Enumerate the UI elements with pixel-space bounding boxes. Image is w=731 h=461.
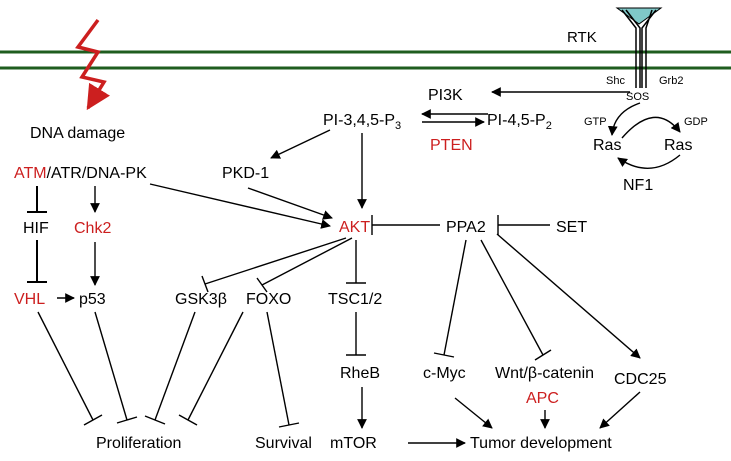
pten-node: PTEN <box>430 137 473 154</box>
cdc25-node: CDC25 <box>614 371 667 388</box>
apc-node: APC <box>526 390 559 407</box>
p53-node: p53 <box>79 291 106 308</box>
atm-to-akt-arrow <box>149 183 331 229</box>
sos-label: SOS <box>626 91 649 103</box>
cmyc-node: c-Myc <box>423 365 466 382</box>
mtor-node: mTOR <box>330 435 377 452</box>
tumor-development-node: Tumor development <box>470 435 612 452</box>
pip3-to-pkd1-arrow <box>270 129 331 159</box>
nf1-node: NF1 <box>623 177 653 194</box>
hif-node: HIF <box>23 220 49 237</box>
akt-node: AKT <box>339 219 370 236</box>
ras-gdp-to-gtp-arrow <box>617 154 681 169</box>
rtk-label: RTK <box>567 29 597 46</box>
lightning-bolt-icon <box>75 18 110 111</box>
cell-membrane <box>0 50 731 70</box>
pip2-label: PI-4,5-P <box>487 112 546 129</box>
gdp-label: GDP <box>684 116 708 128</box>
ras-gtp-node: Ras <box>593 137 621 154</box>
pip3-subscript: 3 <box>395 120 401 132</box>
chk2-node: Chk2 <box>74 220 111 237</box>
ppa2-to-cdc25-arrow <box>496 233 641 359</box>
atr-dnapk-label: /ATR/DNA-PK <box>47 165 147 182</box>
gsk3b-node: GSK3β <box>175 291 227 308</box>
wnt-node: Wnt/β-catenin <box>495 365 594 382</box>
dna-damage-label: DNA damage <box>30 125 125 142</box>
ppa2-node: PPA2 <box>446 219 486 236</box>
rheb-node: RheB <box>340 365 380 382</box>
vhl-node: VHL <box>14 291 45 308</box>
set-node: SET <box>556 219 587 236</box>
atm-label: ATM <box>14 165 47 182</box>
inhibition-edges <box>27 186 552 428</box>
tsc-node: TSC1/2 <box>328 291 382 308</box>
foxo-node: FOXO <box>246 291 291 308</box>
pip3-node: PI-3,4,5-P3 <box>323 112 401 132</box>
sos-to-ras-gtp-arrow <box>607 102 641 136</box>
ras-gtp-to-gdp-arrow <box>621 116 681 139</box>
pkd1-to-akt-arrow <box>247 187 333 220</box>
gtp-label: GTP <box>584 116 607 128</box>
pip3-label: PI-3,4,5-P <box>323 112 395 129</box>
pip2-subscript: 2 <box>546 120 552 132</box>
pip2-node: PI-4,5-P2 <box>487 112 552 132</box>
atm-atr-dnapk-node: ATM/ATR/DNA-PK <box>14 165 147 182</box>
rtk-receptor-icon <box>615 7 663 88</box>
survival-node: Survival <box>255 435 312 452</box>
pi3k-node: PI3K <box>428 87 463 104</box>
grb2-label: Grb2 <box>659 75 683 87</box>
pkd1-node: PKD-1 <box>222 165 269 182</box>
cdc25-to-tumor-arrow <box>599 391 641 429</box>
ras-gdp-node: Ras <box>664 137 692 154</box>
proliferation-node: Proliferation <box>96 435 181 452</box>
shc-label: Shc <box>606 75 625 87</box>
cmyc-to-tumor-arrow <box>454 397 493 429</box>
